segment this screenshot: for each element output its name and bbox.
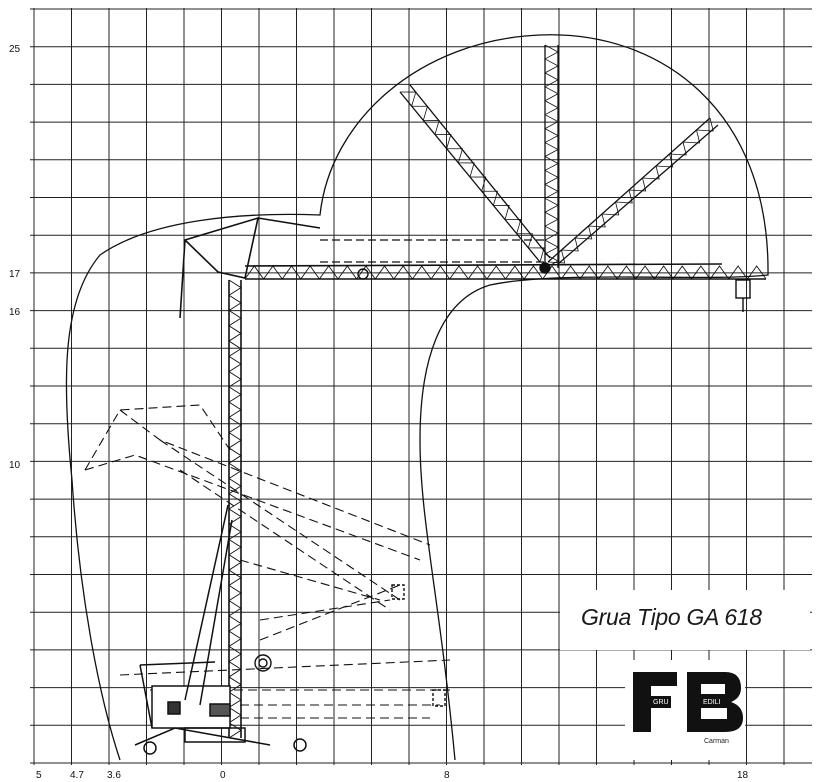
maker-caption: Carman [704, 738, 729, 745]
raised-jib-positions [320, 44, 719, 269]
folded-jib-positions [84, 404, 451, 719]
measurement-grid [30, 8, 812, 765]
manufacturer-logo-panel: GRU EDILI [625, 660, 745, 760]
hook-blocks [254, 262, 751, 707]
y-tick-25: 25 [9, 44, 21, 55]
y-tick-10: 10 [9, 460, 21, 471]
y-axis-labels: 25 17 16 10 [9, 44, 21, 471]
crane-tower [228, 279, 242, 739]
x-tick-4-7: 4.7 [70, 770, 84, 781]
logo-sub-right: EDILI [703, 699, 721, 706]
tower-head [179, 216, 321, 319]
y-tick-17: 17 [9, 269, 21, 280]
crane-base [134, 504, 307, 755]
title-panel [560, 590, 810, 650]
x-tick-5: 5 [36, 770, 42, 781]
x-tick-18: 18 [737, 770, 749, 781]
x-tick-3-6: 3.6 [107, 770, 121, 781]
diagram-title: Grua Tipo GA 618 [581, 604, 762, 630]
horizontal-jib [244, 263, 767, 280]
y-tick-16: 16 [9, 307, 21, 318]
fb-logo: GRU EDILI [633, 672, 743, 732]
logo-sub-left: GRU [653, 699, 669, 706]
working-envelope-outline [65, 34, 769, 761]
x-tick-8: 8 [444, 770, 450, 781]
x-tick-0: 0 [220, 770, 226, 781]
x-axis-labels: 5 4.7 3.6 0 8 18 [36, 770, 749, 781]
